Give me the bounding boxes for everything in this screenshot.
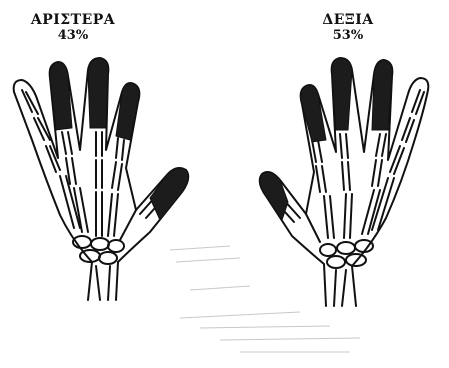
right-index-shade xyxy=(301,85,326,142)
left-ring-shade xyxy=(50,62,72,130)
left-middle-shade xyxy=(88,58,108,128)
paper-noise xyxy=(170,246,360,352)
left-thumb-shade xyxy=(150,168,188,220)
right-thumb-shade xyxy=(260,172,288,220)
left-index-shade xyxy=(116,83,139,140)
